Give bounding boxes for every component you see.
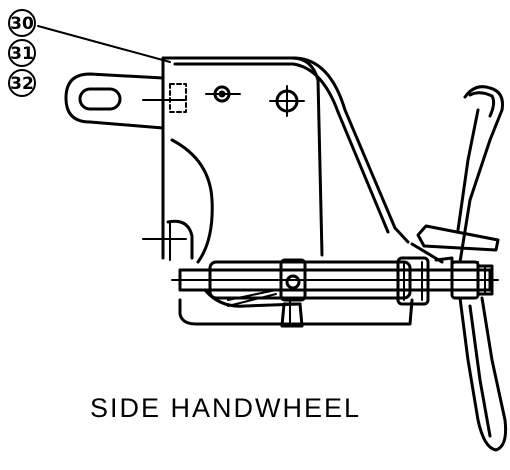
shaft-assembly [171, 260, 499, 308]
set-screw-32 [142, 83, 187, 113]
shaft-collar [279, 258, 307, 328]
slot-hole [78, 87, 122, 111]
callout-31-label: 31 [10, 44, 34, 64]
mounting-lug [64, 72, 165, 130]
bolt-top-right [269, 85, 305, 117]
lower-boss [142, 219, 194, 261]
callout-30-circle [8, 9, 36, 37]
diagram-caption: SIDE HANDWHEEL [90, 393, 361, 423]
bracket-base [178, 298, 414, 326]
linkage-rod [173, 56, 410, 244]
callout-32: 32 [8, 69, 36, 97]
leader-line [37, 25, 171, 63]
bearing-block [396, 256, 430, 306]
callout-31: 31 [8, 39, 36, 67]
bracket-inner-curve [170, 138, 214, 264]
callout-30: 30 [8, 9, 36, 37]
callout-31-circle [8, 39, 36, 67]
callout-30-label: 30 [10, 14, 34, 34]
handwheel [456, 85, 508, 452]
bolt-top-center [205, 85, 241, 103]
handwheel-rim-bottom [458, 296, 508, 452]
handwheel-rim-top [458, 85, 504, 264]
callout-32-circle [8, 69, 36, 97]
callout-32-label: 32 [10, 74, 34, 94]
